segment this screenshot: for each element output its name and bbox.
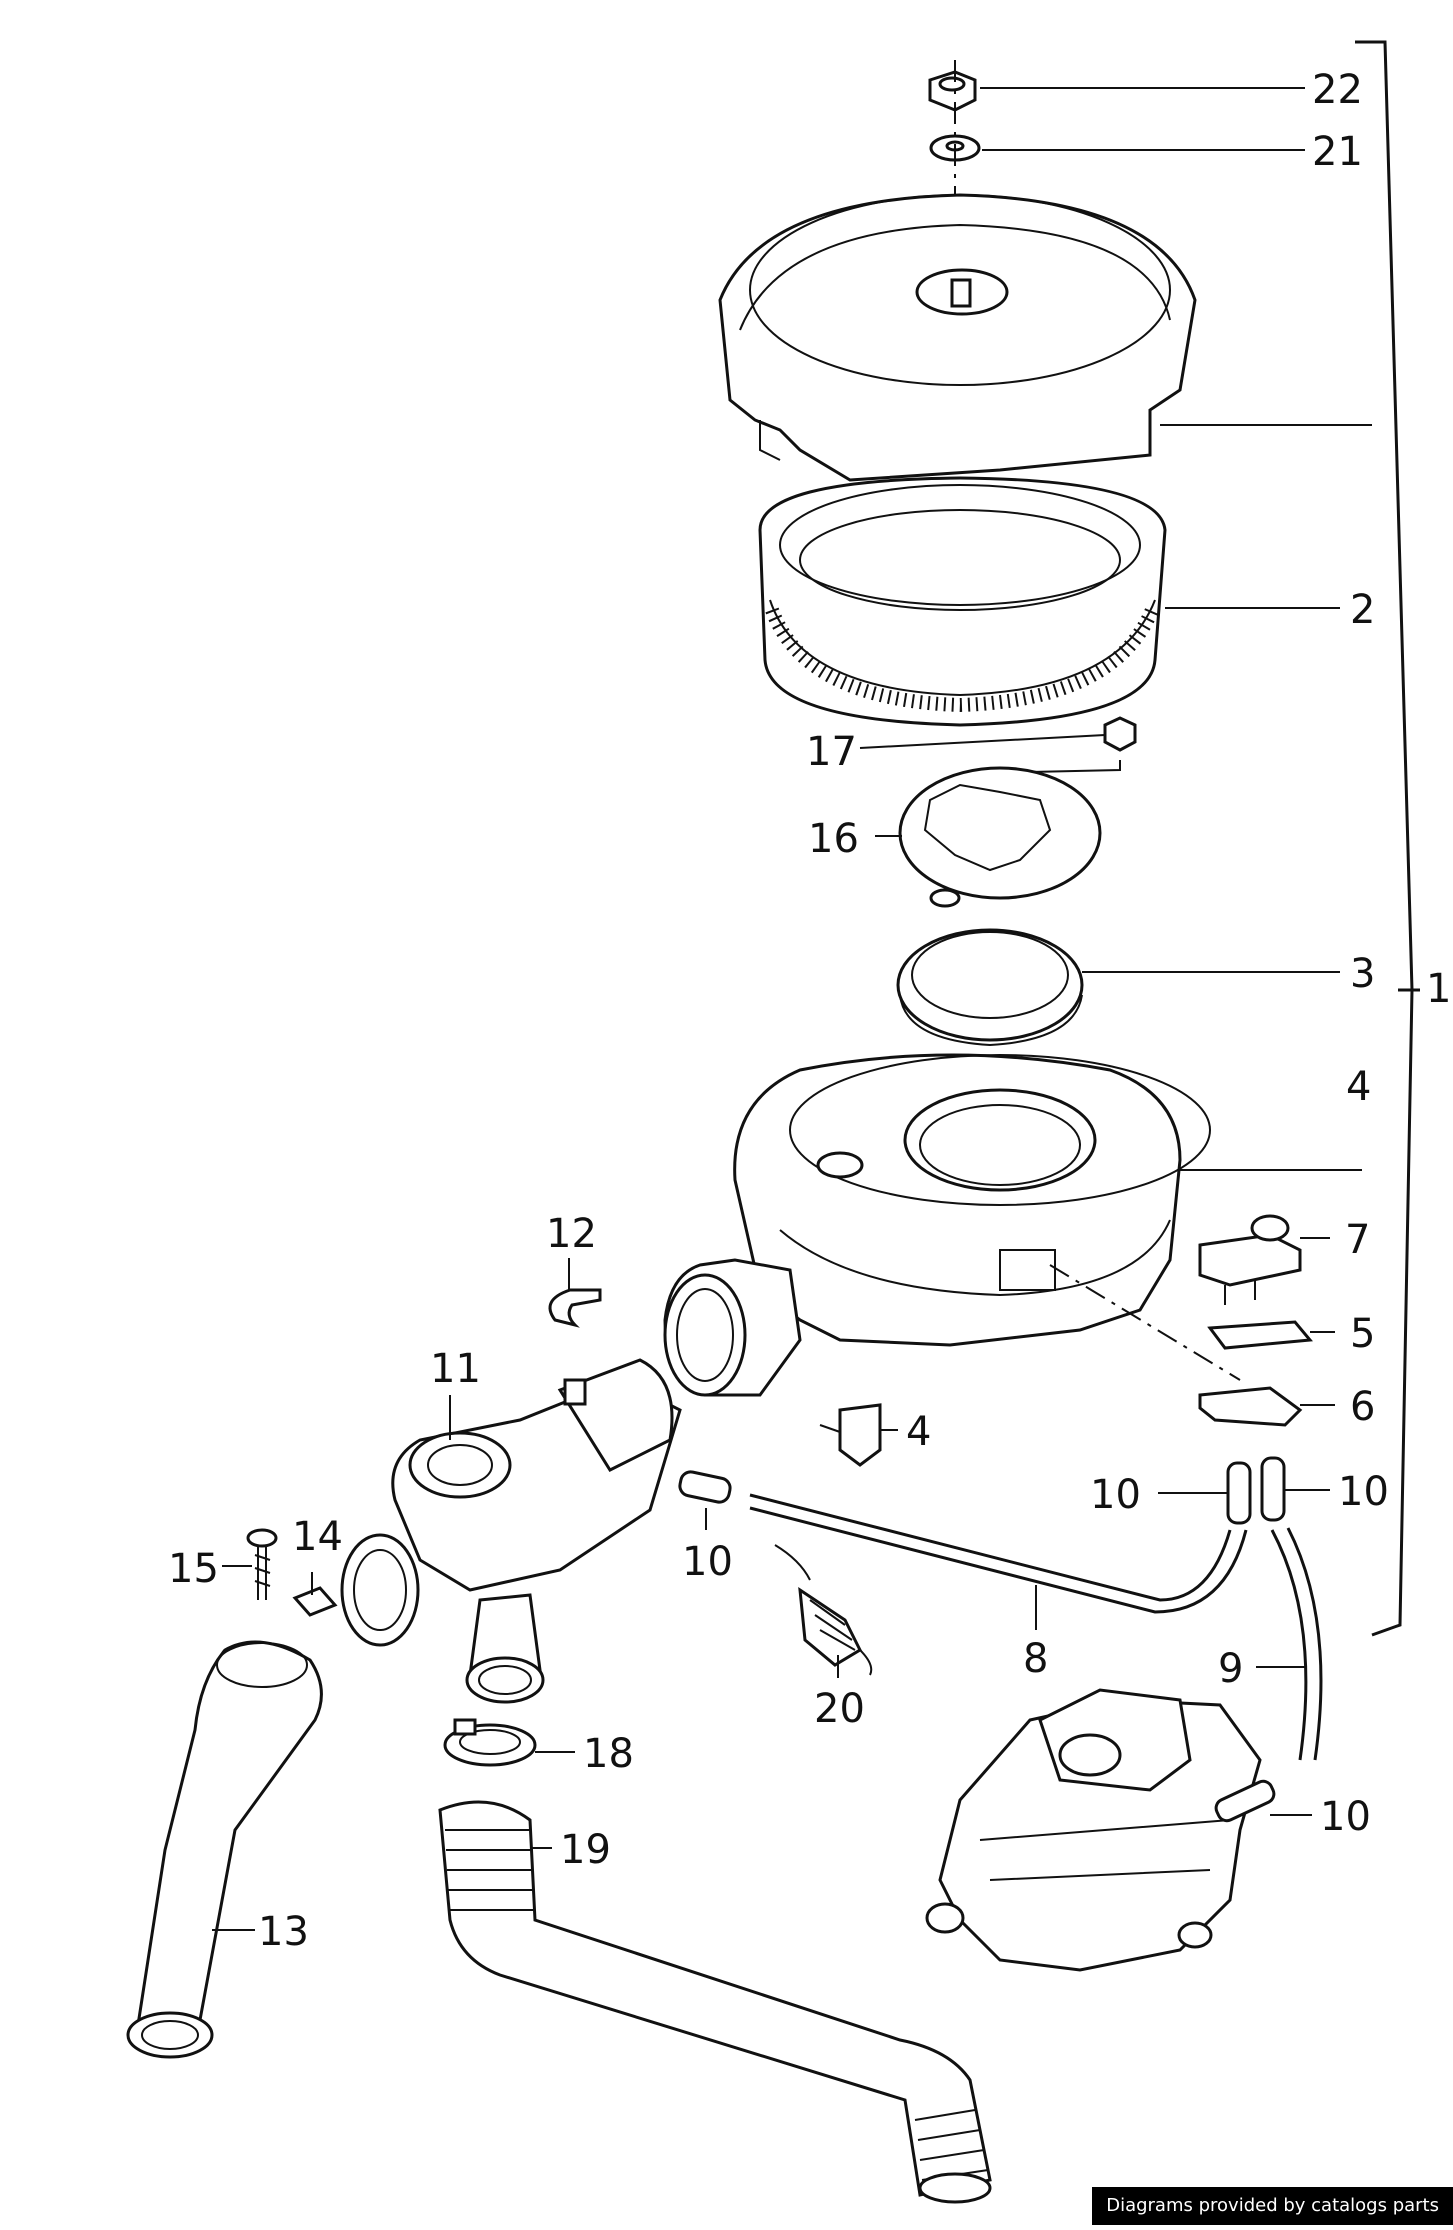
part-seal-ring-3 (896, 888, 1084, 1047)
part-hose-9-edge (1286, 1527, 1323, 1761)
part-spring-20 (774, 1544, 873, 1676)
part-hose-10-right-a (1226, 1461, 1252, 1525)
callout-19: 19 (560, 1827, 611, 1873)
part-sensor-7 (1198, 1214, 1302, 1305)
part-hose-10-carb (1214, 1779, 1276, 1823)
part-tube-8-edge (749, 1506, 1248, 1614)
callout-12: 12 (546, 1211, 597, 1257)
callout-4-clip: 4 (906, 1409, 931, 1455)
callout-14: 14 (292, 1514, 343, 1560)
part-corrugated-hose-19 (438, 1800, 992, 2204)
callout-15: 15 (168, 1546, 219, 1592)
callout-10-a: 10 (1090, 1472, 1141, 1518)
callout-4-housing: 4 (1346, 1064, 1371, 1110)
callout-7: 7 (1345, 1217, 1370, 1263)
callout-13: 13 (258, 1909, 309, 1955)
part-lower-housing-4 (733, 1053, 1211, 1347)
callout-21: 21 (1312, 129, 1363, 175)
callout-8: 8 (1023, 1636, 1048, 1682)
callout-6: 6 (1350, 1384, 1375, 1430)
part-clip-14 (292, 1586, 338, 1617)
callout-11: 11 (430, 1346, 481, 1392)
callout-3: 3 (1350, 951, 1375, 997)
part-filter-element-2 (758, 476, 1167, 727)
part-carburetor (925, 1688, 1262, 1972)
callout-17: 17 (806, 729, 857, 775)
axis-line-mid (1049, 1264, 1241, 1381)
callout-5: 5 (1350, 1311, 1375, 1357)
part-valve-body-11 (391, 1358, 682, 1592)
part-clip-4 (819, 1403, 882, 1467)
part-plate-16 (898, 766, 1102, 900)
part-screw-15 (246, 1528, 278, 1600)
part-clip-12 (548, 1288, 602, 1328)
part-nut-17 (1103, 716, 1137, 752)
callout-10-b: 10 (1338, 1469, 1389, 1515)
part-intake-pipe-13 (126, 1640, 323, 2059)
callout-9: 9 (1218, 1646, 1243, 1692)
part-air-cleaner-lid (718, 193, 1197, 482)
part-bracket-6 (1198, 1386, 1303, 1427)
callout-1: 1 (1426, 966, 1451, 1012)
callout-10-d: 10 (1320, 1794, 1371, 1840)
part-hose-10-right-b (1260, 1456, 1286, 1522)
part-hose-clamp-18 (443, 1718, 537, 1767)
callout-22: 22 (1312, 67, 1363, 113)
part-hose-10-short-a (678, 1470, 732, 1504)
callout-18: 18 (583, 1731, 634, 1777)
part-outlet-11b (465, 1593, 545, 1704)
leader-17 (859, 734, 1106, 749)
callout-20: 20 (814, 1686, 865, 1732)
leader-17-return (1029, 760, 1121, 773)
callout-10-c: 10 (682, 1539, 733, 1585)
callout-16: 16 (808, 816, 859, 862)
callout-2: 2 (1350, 587, 1375, 633)
part-tube-8 (749, 1493, 1232, 1602)
part-hose-9 (1270, 1529, 1308, 1761)
part-housing-inlet (663, 1258, 802, 1397)
part-plate-5 (1207, 1320, 1313, 1350)
part-outlet-11a (340, 1533, 420, 1647)
part-nut-22 (928, 70, 977, 112)
credit-banner: Diagrams provided by catalogs parts (1092, 2187, 1453, 2225)
